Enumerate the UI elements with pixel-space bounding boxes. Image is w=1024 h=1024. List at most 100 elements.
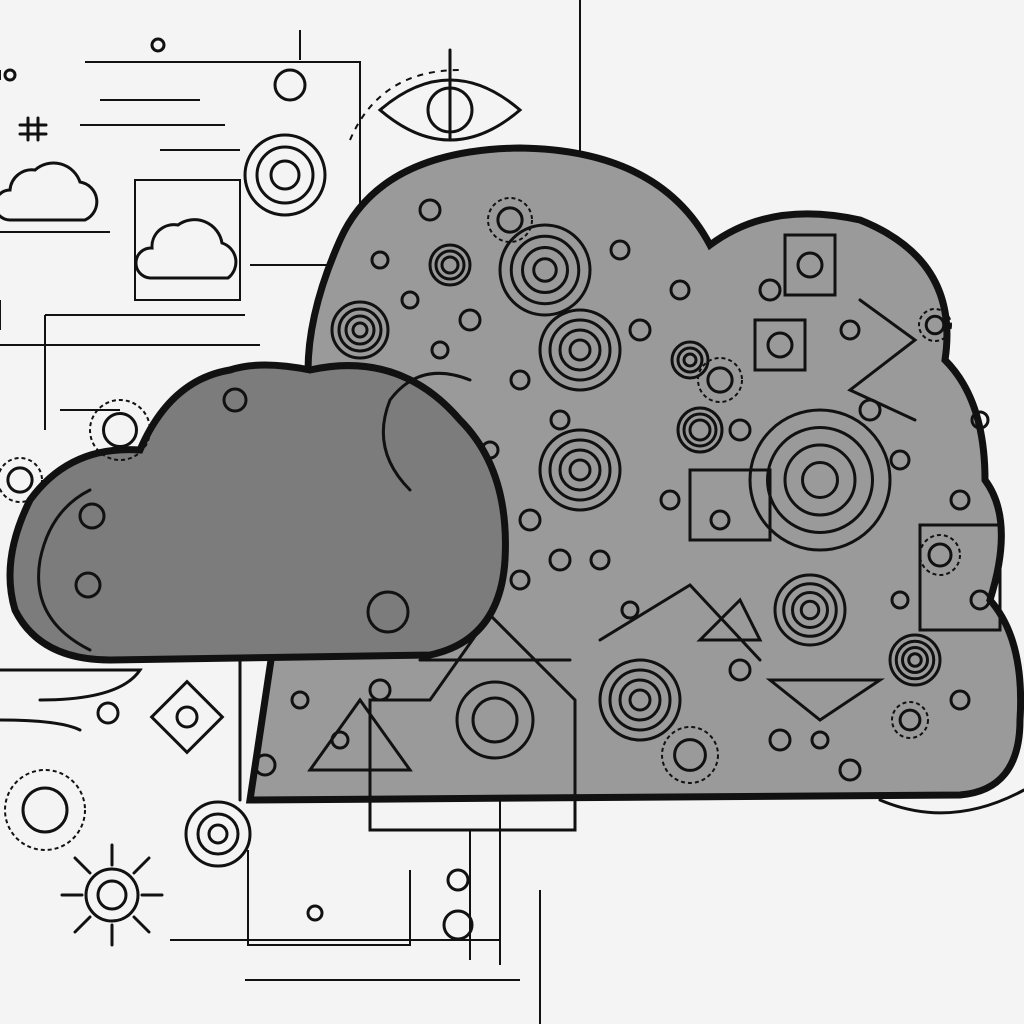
gear-icon: [697, 357, 743, 403]
gear-hub: [927, 542, 953, 568]
small-dot: [758, 278, 782, 302]
ring: [782, 582, 838, 638]
target-icon: [428, 243, 472, 287]
small-dot: [810, 730, 830, 750]
ring: [548, 438, 612, 502]
small-dot: [3, 68, 17, 82]
small-dot: [628, 318, 652, 342]
ring: [791, 591, 829, 629]
small-dot: [858, 398, 882, 422]
small-dot: [889, 449, 911, 471]
small-dot: [839, 319, 861, 341]
small-dot: [458, 308, 482, 332]
gear-teeth: [919, 534, 961, 576]
ring: [344, 314, 376, 346]
small-dot: [768, 728, 792, 752]
ring: [894, 639, 936, 681]
target-icon: [243, 133, 327, 217]
ring: [608, 668, 672, 732]
ring: [682, 412, 718, 448]
small-dot: [78, 502, 106, 530]
target-icon: [676, 406, 724, 454]
background-lines: [0, 0, 581, 1024]
eye-icon: [349, 48, 523, 142]
ring: [532, 257, 558, 283]
ring: [748, 408, 892, 552]
house-icon: [368, 612, 577, 832]
target-icon: [670, 340, 710, 380]
gear-teeth: [89, 399, 151, 461]
cloud-icon: [0, 161, 99, 222]
ring: [538, 308, 622, 392]
gear-teeth: [487, 197, 533, 243]
small-dot: [400, 290, 420, 310]
small-dot: [949, 489, 971, 511]
ring: [688, 418, 712, 442]
ring: [682, 352, 698, 368]
target-icon: [184, 800, 252, 868]
ring: [351, 321, 369, 339]
diamond-icon: [149, 679, 225, 755]
gear-icon: [89, 399, 151, 461]
ring: [558, 328, 602, 372]
gear-hub: [924, 314, 946, 336]
ring: [907, 652, 923, 668]
ring: [568, 338, 592, 362]
small-dot: [480, 440, 500, 460]
ring: [766, 426, 874, 534]
small-dot: [290, 690, 310, 710]
target-icon: [888, 633, 942, 687]
gear-hub: [6, 466, 34, 494]
ring: [783, 443, 857, 517]
gear-teeth: [661, 726, 719, 784]
ring: [434, 249, 466, 281]
cloud-icon: [134, 218, 238, 280]
ring: [568, 458, 592, 482]
ring: [521, 246, 569, 294]
small-dot: [969, 589, 991, 611]
ring-icons: [330, 223, 942, 742]
small-dot: [430, 340, 450, 360]
ring: [676, 346, 704, 374]
ring: [676, 406, 724, 454]
ring: [558, 448, 602, 492]
ring: [538, 428, 622, 512]
gear-icon: [918, 308, 952, 342]
small-dot: [549, 409, 571, 431]
target-icon: [330, 300, 390, 360]
gear-icon: [0, 457, 43, 503]
small-dot: [509, 369, 531, 391]
small-dot: [589, 549, 611, 571]
target-icon: [598, 658, 682, 742]
partial-arc: [381, 371, 472, 492]
sun-icon: [60, 843, 164, 947]
small-ring: [442, 909, 474, 941]
ring: [670, 340, 710, 380]
small-dot: [890, 590, 910, 610]
small-dot: [728, 418, 752, 442]
gear-icon: [4, 769, 86, 851]
small-dot: [366, 590, 410, 634]
gear-hub: [898, 708, 922, 732]
ring: [901, 646, 929, 674]
small-dot: [222, 387, 248, 413]
orbit-arc: [878, 788, 1024, 815]
small-cloud: [6, 361, 509, 664]
gear-icon: [891, 701, 929, 739]
target-icon: [538, 308, 622, 392]
small-dot: [970, 410, 990, 430]
ring: [548, 318, 612, 382]
dot-icons: [74, 198, 991, 782]
gear-teeth: [4, 769, 86, 851]
small-dot: [509, 569, 531, 591]
gear-teeth: [891, 701, 929, 739]
target-icon: [773, 573, 847, 647]
ring: [801, 461, 839, 499]
small-dot: [620, 600, 640, 620]
gear-icon: [487, 197, 533, 243]
gear-hub: [21, 786, 69, 834]
small-ring: [446, 868, 470, 892]
ring: [888, 633, 942, 687]
small-dot: [548, 548, 572, 572]
